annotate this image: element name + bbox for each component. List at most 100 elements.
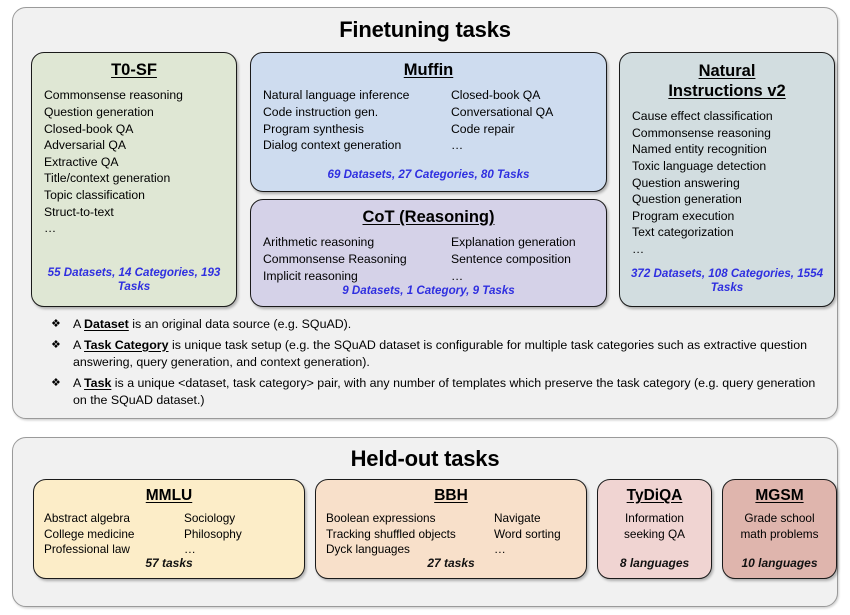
card-title-line1: Natural	[698, 62, 756, 80]
definition-text-task-category: A Task Category is unique task setup (e.…	[73, 337, 817, 372]
list-row: Program synthesis Code repair	[263, 121, 594, 138]
list-item-ellipsis: …	[451, 268, 464, 283]
list-row: College medicine Philosophy	[44, 527, 294, 543]
finetuning-section-title: Finetuning tasks	[339, 17, 511, 42]
definition-item-task-category: ❖ A Task Category is unique task setup (…	[47, 337, 817, 372]
list-row: Natural language inference Closed-book Q…	[263, 87, 594, 104]
definition-term: Task Category	[84, 337, 169, 352]
list-item: Topic classification	[44, 188, 145, 203]
list-item: Adversarial QA	[44, 138, 126, 153]
list-item: Text categorization	[632, 225, 734, 240]
list-item-ellipsis: …	[494, 542, 506, 557]
list-item: Word sorting	[494, 526, 561, 541]
stats-bbh: 27 tasks	[427, 556, 475, 570]
diamond-bullet-icon: ❖	[51, 318, 61, 330]
list-row: Dialog context generation …	[263, 137, 594, 154]
card-title-bbh: BBH	[434, 487, 468, 504]
list-item: Named entity recognition	[632, 142, 767, 157]
definition-prefix: A	[73, 337, 85, 352]
list-item-ellipsis: …	[44, 221, 57, 236]
list-item: Explanation generation	[451, 235, 576, 250]
stats-mmlu: 57 tasks	[145, 556, 193, 570]
definitions-list: ❖ A Dataset is an original data source (…	[47, 316, 817, 413]
list-item: Question generation	[44, 105, 154, 120]
stats-natural-instructions-v2: 372 Datasets, 108 Categories, 1554 Tasks	[630, 267, 824, 294]
card-t0-sf[interactable]: T0-SF Commonsense reasoning Question gen…	[31, 52, 237, 307]
body-line2: math problems	[740, 526, 819, 541]
card-title-cot-reasoning: CoT (Reasoning)	[362, 208, 495, 226]
list-item: Philosophy	[184, 526, 242, 541]
definition-text-dataset: A Dataset is an original data source (e.…	[73, 316, 817, 334]
list-item: Tracking shuffled objects	[326, 526, 456, 541]
card-mgsm[interactable]: MGSM Grade school math problems 10 langu…	[722, 479, 837, 579]
list-item: Natural language inference	[263, 88, 410, 103]
task-list-t0-sf: Commonsense reasoning Question generatio…	[44, 87, 224, 236]
list-item: Implicit reasoning	[263, 268, 358, 283]
list-item: Dyck languages	[326, 542, 410, 557]
card-natural-instructions-v2[interactable]: Natural Instructions v2 Cause effect cla…	[619, 52, 835, 307]
stats-muffin: 69 Datasets, 27 Categories, 80 Tasks	[327, 168, 530, 181]
list-item: Commonsense reasoning	[632, 125, 771, 140]
card-mmlu[interactable]: MMLU Abstract algebra Sociology College …	[33, 479, 305, 579]
stats-t0-sf: 55 Datasets, 14 Categories, 193 Tasks	[47, 266, 221, 293]
card-title-tydiqa: TyDiQA	[626, 487, 683, 504]
card-title-t0-sf: T0-SF	[111, 61, 157, 79]
card-title-line2: Instructions v2	[668, 82, 786, 101]
list-item: Commonsense reasoning	[44, 88, 183, 103]
list-item: Code instruction gen.	[263, 105, 379, 120]
definition-item-task: ❖ A Task is a unique <dataset, task cate…	[47, 375, 817, 410]
list-item: Dialog context generation	[263, 138, 402, 153]
list-item: Boolean expressions	[326, 511, 436, 526]
definition-suffix: is an original data source (e.g. SQuAD).	[128, 317, 352, 331]
definition-suffix: is unique task setup (e.g. the SQuAD dat…	[73, 337, 807, 370]
task-list-bbh: Boolean expressions Navigate Tracking sh…	[326, 511, 576, 558]
list-item: Struct-to-text	[44, 204, 114, 219]
list-row: Arithmetic reasoning Explanation generat…	[263, 234, 594, 251]
list-row: Abstract algebra Sociology	[44, 511, 294, 527]
diamond-bullet-icon: ❖	[51, 338, 61, 351]
list-item: Commonsense Reasoning	[263, 252, 407, 267]
stats-mgsm: 10 languages	[741, 556, 818, 570]
list-item: Code repair	[451, 121, 515, 136]
definition-term: Dataset	[84, 317, 129, 331]
body-line2: seeking QA	[624, 526, 685, 541]
body-line1: Information	[624, 511, 684, 526]
card-title-natural-instructions-v2: Natural Instructions v2	[632, 61, 822, 101]
list-item-ellipsis: …	[451, 138, 464, 153]
list-row: Boolean expressions Navigate	[326, 511, 576, 527]
stats-tydiqa: 8 languages	[619, 556, 690, 570]
list-item-ellipsis: …	[632, 242, 645, 256]
list-item: Title/context generation	[44, 171, 171, 186]
list-row: Professional law …	[44, 542, 294, 558]
definition-prefix: A	[73, 317, 85, 331]
card-tydiqa[interactable]: TyDiQA Information seeking QA 8 language…	[597, 479, 712, 579]
list-row: Implicit reasoning …	[263, 268, 594, 285]
body-line1: Grade school	[744, 511, 815, 526]
list-row: Dyck languages …	[326, 542, 576, 558]
definition-term: Task	[84, 375, 112, 390]
list-item: Extractive QA	[44, 154, 119, 169]
definition-item-dataset: ❖ A Dataset is an original data source (…	[47, 316, 817, 334]
task-list-muffin: Natural language inference Closed-book Q…	[263, 87, 594, 153]
list-item: Program execution	[632, 208, 735, 223]
card-muffin[interactable]: Muffin Natural language inference Closed…	[250, 52, 607, 192]
stats-cot-reasoning: 9 Datasets, 1 Category, 9 Tasks	[342, 284, 515, 297]
card-title-mmlu: MMLU	[145, 487, 193, 504]
list-row: Code instruction gen. Conversational QA	[263, 104, 594, 121]
list-item: College medicine	[44, 526, 135, 541]
held-out-tasks-section: Held-out tasks MMLU Abstract algebra Soc…	[12, 437, 838, 607]
task-list-cot: Arithmetic reasoning Explanation generat…	[263, 234, 594, 284]
list-item: Closed-book QA	[44, 121, 134, 136]
list-item: Abstract algebra	[44, 511, 130, 526]
list-item: Question answering	[632, 175, 740, 190]
list-item: Question generation	[632, 192, 742, 207]
card-bbh[interactable]: BBH Boolean expressions Navigate Trackin…	[315, 479, 587, 579]
list-item: Cause effect classification	[632, 109, 773, 124]
card-title-mgsm: MGSM	[755, 487, 804, 504]
list-row: Tracking shuffled objects Word sorting	[326, 527, 576, 543]
list-item: Arithmetic reasoning	[263, 235, 375, 250]
list-item: Navigate	[494, 511, 541, 526]
list-item: Sentence composition	[451, 252, 571, 267]
card-cot-reasoning[interactable]: CoT (Reasoning) Arithmetic reasoning Exp…	[250, 199, 607, 307]
